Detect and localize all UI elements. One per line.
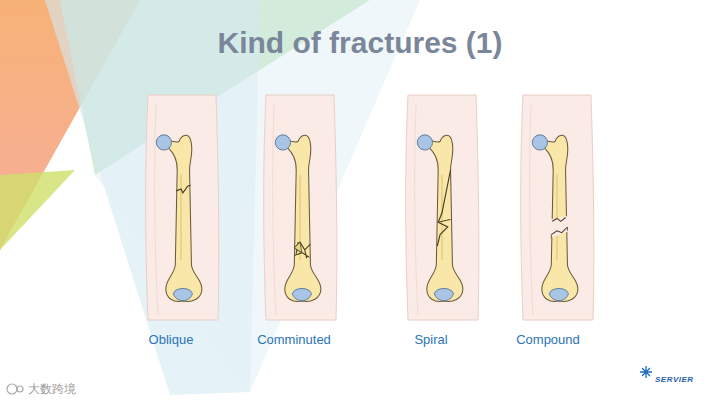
fracture-caption: Comminuted <box>257 332 331 347</box>
fracture-caption: Oblique <box>149 332 194 347</box>
brand-logo: SERVIER <box>655 375 694 384</box>
slide-title: Kind of fractures (1) <box>217 26 502 60</box>
watermark: 大数跨境 <box>28 381 76 398</box>
fracture-caption: Compound <box>516 332 580 347</box>
fracture-caption: Spiral <box>414 332 447 347</box>
